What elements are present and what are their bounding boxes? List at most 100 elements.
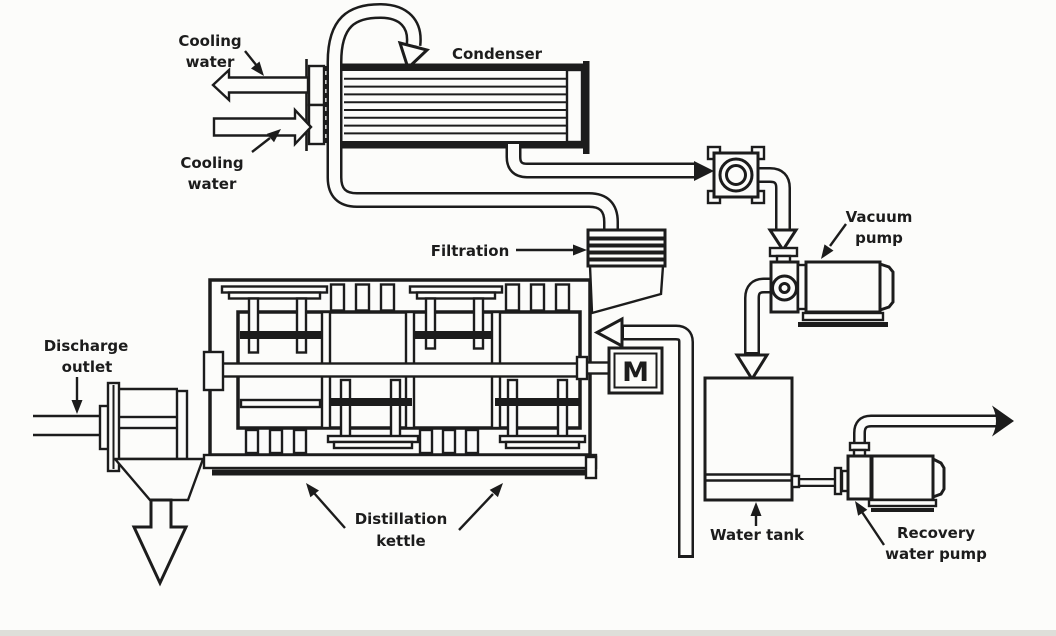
discharge-assembly xyxy=(33,381,205,587)
vacuum-valve xyxy=(706,145,766,205)
label-vacuum-pump-2: pump xyxy=(855,229,903,247)
scan-edge-bottom xyxy=(0,630,1056,636)
label-vacuum-pump-1: Vacuum xyxy=(846,208,913,226)
kettle-shaft xyxy=(216,362,582,378)
condenser xyxy=(305,59,590,154)
label-recovery-pump-1: Recovery xyxy=(897,524,975,542)
annotation-distillation-kettle: Distillation kettle xyxy=(306,483,503,550)
annotation-recovery-water-pump: Recovery water pump xyxy=(855,501,987,563)
label-cooling-water-out-1: Cooling xyxy=(178,32,241,50)
pipe-condenser-to-valve xyxy=(505,144,714,181)
pump-base xyxy=(867,498,938,508)
rake-stem xyxy=(472,297,485,350)
filter-layer xyxy=(588,236,665,241)
annotation-condenser: Condenser xyxy=(452,45,543,63)
discharge-down-arrow-icon xyxy=(131,498,189,587)
rake-plate xyxy=(415,291,497,300)
condenser-end-plate xyxy=(565,68,584,144)
motor-box xyxy=(607,346,664,395)
agitator-motor: M xyxy=(607,346,664,395)
kettle-base-end xyxy=(584,455,598,480)
kettle-lower-agitators xyxy=(239,378,587,455)
pump-motor xyxy=(804,260,882,314)
rake-stem xyxy=(295,297,308,354)
motor-label: M xyxy=(622,357,649,388)
filter-layer xyxy=(588,250,665,255)
pointer-arrow-icon xyxy=(489,483,503,498)
label-cooling-water-out-2: water xyxy=(186,53,235,71)
pointer-arrow-icon xyxy=(306,483,319,498)
slat xyxy=(504,283,521,312)
valve-port-inner xyxy=(725,164,747,186)
pump-base xyxy=(801,311,885,322)
down-flow-arrow-icon xyxy=(767,228,799,253)
kettle-upper-agitators xyxy=(240,297,492,354)
rake-stem xyxy=(506,378,519,439)
label-condenser: Condenser xyxy=(452,45,543,63)
vapor-pipe-bore xyxy=(329,5,617,235)
shaft-coupling xyxy=(833,466,843,496)
distillation-kettle xyxy=(202,278,614,480)
slat xyxy=(354,283,371,312)
rake-plate xyxy=(332,440,414,450)
annotation-water-tank: Water tank xyxy=(710,502,805,544)
label-cooling-water-in-2: water xyxy=(188,175,237,193)
pump-eye-inner xyxy=(778,282,791,294)
annotations: Cooling water Cooling water Condenser Fi… xyxy=(44,32,987,563)
label-discharge-outlet-2: outlet xyxy=(62,358,113,376)
motor-end-cap xyxy=(931,456,946,500)
agitator-blade xyxy=(330,398,412,406)
condenser-tubes xyxy=(344,77,567,135)
label-recovery-pump-2: water pump xyxy=(885,545,987,563)
condenser-flange-upper xyxy=(307,64,326,107)
condenser-shell-bottom xyxy=(342,141,583,149)
condenser-end-cap xyxy=(583,61,590,154)
rake-stem xyxy=(389,378,402,439)
water-tank xyxy=(703,376,838,502)
left-flow-arrow-icon xyxy=(593,316,624,349)
filter-layer xyxy=(588,243,665,248)
pump-motor xyxy=(870,454,935,502)
condenser-shell-top xyxy=(342,63,583,71)
pointer-arrow-icon xyxy=(750,502,762,516)
pointer-arrow-icon xyxy=(251,61,264,76)
slat xyxy=(554,283,571,312)
shaft-coupling xyxy=(575,355,589,381)
slat xyxy=(329,283,346,312)
rake-stem xyxy=(247,297,260,354)
label-distillation-kettle-1: Distillation xyxy=(355,510,448,528)
annotation-vacuum-pump: Vacuum pump xyxy=(821,208,912,259)
pump-base-rail xyxy=(798,322,888,327)
pipe-return-to-kettle xyxy=(593,316,694,558)
annotation-cooling-water-in: Cooling water xyxy=(180,129,281,193)
shaft-bearing xyxy=(202,350,225,392)
slat xyxy=(244,428,260,455)
kettle-base-plate xyxy=(202,453,598,470)
lower-plate xyxy=(239,398,322,409)
pump-head xyxy=(846,454,873,501)
down-flow-arrow-icon xyxy=(734,353,770,382)
pointer-arrow-icon xyxy=(855,501,868,516)
agitator-blade xyxy=(495,398,580,406)
annotation-discharge-outlet: Discharge outlet xyxy=(44,337,128,414)
condenser-flange-lower xyxy=(307,103,326,146)
slat xyxy=(292,428,308,455)
rake-stem xyxy=(424,297,437,350)
vacuum-pump xyxy=(734,246,895,382)
valve-port-outer xyxy=(718,157,754,193)
pump-base-rail xyxy=(871,508,934,512)
slat xyxy=(441,428,457,455)
label-filtration: Filtration xyxy=(431,242,510,260)
slat xyxy=(529,283,546,312)
label-distillation-kettle-2: kettle xyxy=(376,532,425,550)
cooling-water-outlet-arrow-icon xyxy=(211,67,310,103)
housing-end-flange xyxy=(175,389,189,461)
agitator-blade xyxy=(240,331,323,339)
discharge-hopper xyxy=(112,457,205,502)
flow-arrow-icon xyxy=(694,161,714,181)
filtration-unit xyxy=(586,228,667,315)
outflow-arrow-icon xyxy=(992,405,1014,437)
rake-plate xyxy=(504,440,581,450)
